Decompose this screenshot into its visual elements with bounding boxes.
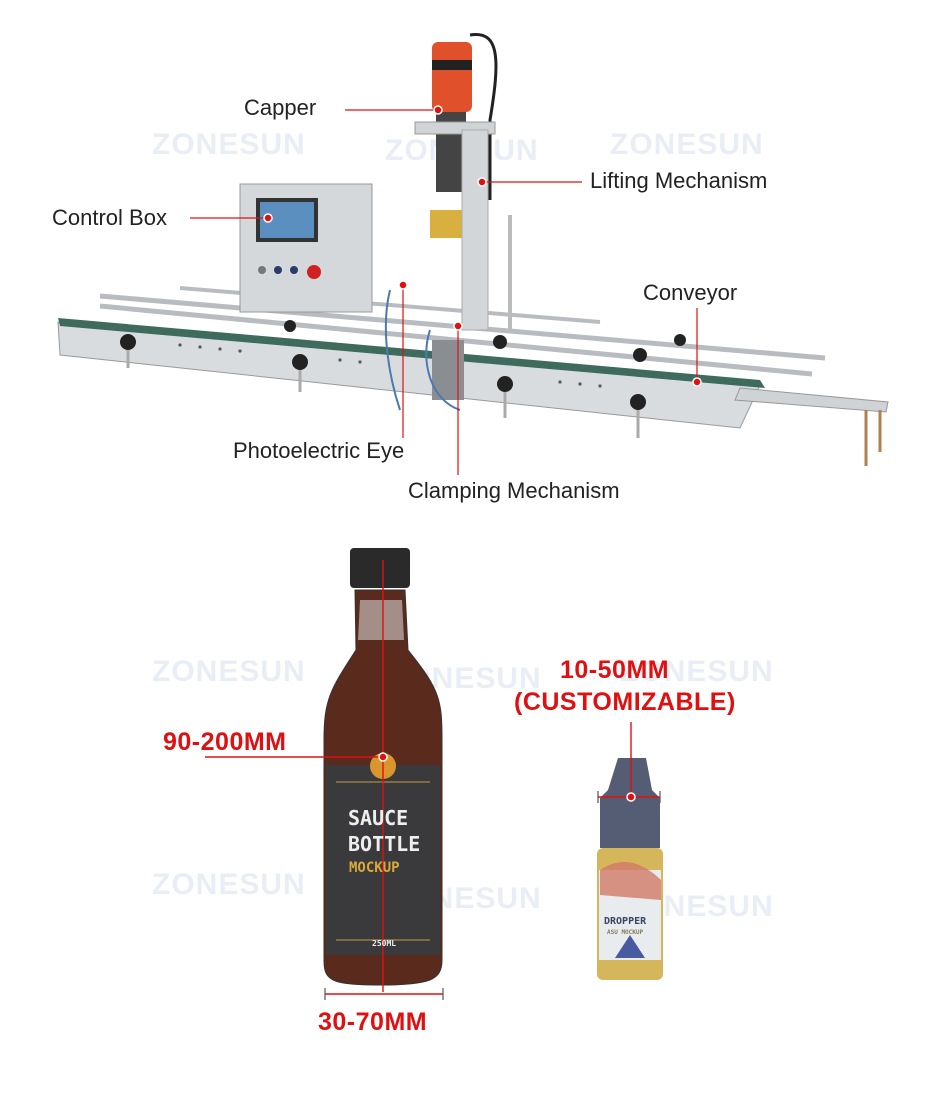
label-photoelectric-eye: Photoelectric Eye [233, 438, 405, 463]
height-range-label: 90-200MM [163, 728, 287, 756]
watermark: ZONESUN [610, 128, 764, 161]
conveyor [57, 286, 889, 466]
dropper-subtitle: ASU MOCKUP [607, 929, 644, 936]
sauce-label-line2: BOTTLE [348, 832, 421, 856]
watermark: ZONESUN [620, 655, 774, 688]
dimension-ticks [324, 791, 661, 1000]
label-lifting-mechanism: Lifting Mechanism [590, 168, 768, 193]
label-clamping-mechanism: Clamping Mechanism [408, 478, 620, 503]
watermark: ZONESUN [152, 868, 306, 901]
cap-range-label: 10-50MM [560, 656, 670, 684]
watermark: ZONESUN [152, 655, 306, 688]
watermark: ZONESUN [152, 128, 306, 161]
dropper-bottle [597, 758, 663, 980]
label-control-box: Control Box [52, 205, 167, 230]
cap-note-label: (CUSTOMIZABLE) [514, 688, 736, 716]
capper [384, 32, 512, 411]
sauce-label-line1: SAUCE [348, 806, 409, 830]
sauce-volume: 250ML [372, 939, 397, 948]
control-box [239, 183, 373, 313]
sauce-label-line3: MOCKUP [349, 860, 400, 876]
label-capper: Capper [244, 95, 317, 120]
diameter-range-label: 30-70MM [318, 1008, 428, 1036]
dropper-title: DROPPER [604, 916, 647, 927]
leader-lines [190, 109, 698, 475]
label-conveyor: Conveyor [643, 280, 738, 305]
leader-dots [263, 105, 702, 387]
